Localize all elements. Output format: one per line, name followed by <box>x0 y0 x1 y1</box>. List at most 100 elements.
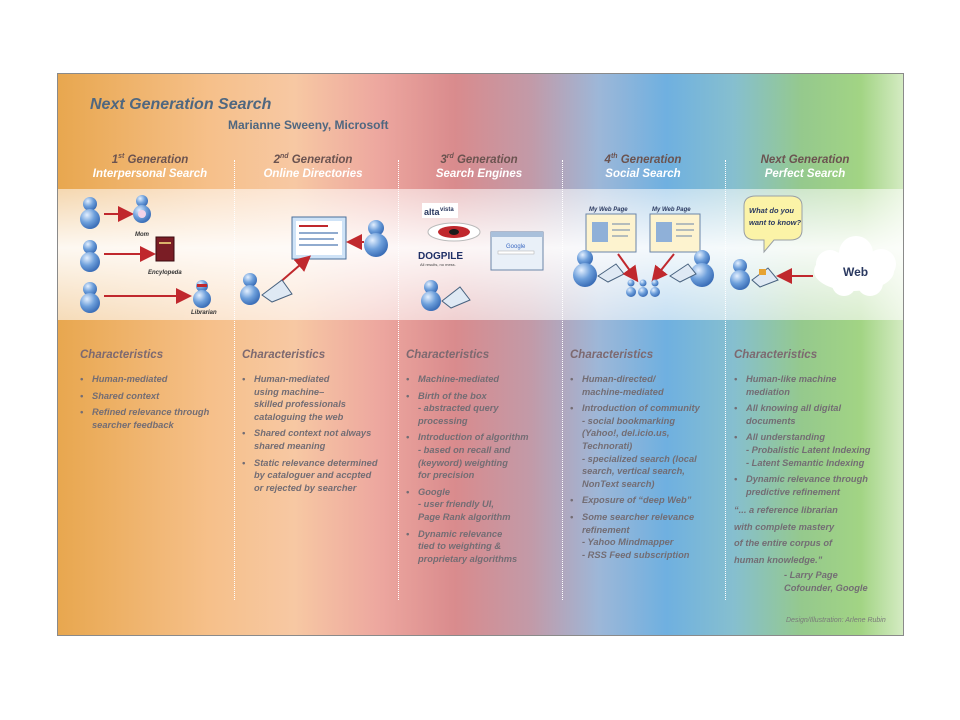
generation-header-2: 2nd Generation Online Directories <box>238 150 388 181</box>
generation-ordinal: 1 <box>111 153 119 166</box>
generation-word: Generation <box>453 153 518 166</box>
characteristic-item: Machine-mediated <box>406 373 558 386</box>
generation-word: Generation <box>288 153 353 166</box>
altavista-logo-text-2: vista <box>440 207 454 213</box>
generation-header-1: 1st Generation Interpersonal Search <box>75 150 225 181</box>
person-icon <box>573 250 597 287</box>
generation-ordinal: Next <box>760 153 786 166</box>
characteristic-item: Human-mediated <box>80 373 230 386</box>
poster-subtitle: Marianne Sweeny, Microsoft <box>228 118 389 132</box>
design-credit: Design/Illustration: Arlene Rubin <box>786 617 886 624</box>
generation-name: Interpersonal Search <box>92 167 208 180</box>
search-box <box>497 250 535 255</box>
searcher-laptop-icon <box>421 280 471 311</box>
illustrations: Mom Encylopeda Librarian <box>80 195 896 316</box>
generation-word: Generation <box>785 153 850 166</box>
cataloguer-icon <box>364 220 388 257</box>
generation-ordinal-suffix: nd <box>279 153 289 160</box>
generation-name: Online Directories <box>263 167 363 180</box>
altavista-logo-text: alta <box>424 207 441 217</box>
generation-ordinal-suffix: th <box>610 153 618 160</box>
generation-ordinal: 4 <box>604 153 611 166</box>
person-icon <box>80 282 100 313</box>
book-spine-decoration <box>159 242 171 244</box>
mom-label: Mom <box>135 232 150 238</box>
quote-attribution: - Larry Page Cofounder, Google <box>784 570 868 593</box>
characteristic-item: All knowing all digital documents <box>734 402 899 427</box>
speech-bubble <box>743 195 803 254</box>
searcher-laptop-icon <box>730 259 779 290</box>
characteristics-title: Characteristics <box>734 349 818 361</box>
web-cloud-icon <box>814 236 896 296</box>
column-divider <box>234 160 235 600</box>
characteristic-item: Shared context not always shared meaning <box>242 427 394 452</box>
laptop-icon <box>669 263 697 283</box>
characteristic-item: Introduction of algorithm - based on rec… <box>406 431 558 481</box>
arrow <box>651 253 675 283</box>
characteristics-column-4: Characteristics Human-directed/ machine-… <box>570 349 722 565</box>
column-divider <box>562 160 563 600</box>
characteristic-item: Human-mediated using machine– skilled pr… <box>242 373 394 423</box>
web-page-label: My Web Page <box>652 207 691 213</box>
community-group-icon <box>626 279 660 297</box>
bubble-text-line2: want to know? <box>749 218 801 227</box>
characteristic-item: Static relevance determined by catalogue… <box>242 457 394 495</box>
characteristics-column-2: Characteristics Human-mediated using mac… <box>242 349 394 498</box>
characteristic-item: Introduction of community - social bookm… <box>570 402 722 490</box>
web-page-image <box>592 222 608 242</box>
poster: Next Generation Search Marianne Sweeny, … <box>57 73 904 636</box>
web-page-image <box>656 222 672 242</box>
encyclopedia-book-icon <box>155 236 175 262</box>
larry-page-quote: “... a reference librarian with complete… <box>734 505 838 565</box>
mom-icon <box>133 195 151 223</box>
person-icon <box>80 197 100 229</box>
google-logo: Google <box>506 244 526 250</box>
web-page-label: My Web Page <box>589 207 628 213</box>
librarian-label: Librarian <box>191 310 217 316</box>
bubble-text-line1: What do you <box>749 206 794 215</box>
characteristics-column-5: Characteristics Human-like machine media… <box>734 349 899 594</box>
generation-word: Generation <box>617 153 682 166</box>
generation-ordinal: 3 <box>440 153 447 166</box>
characteristic-item: Human-directed/ machine-mediated <box>570 373 722 398</box>
altavista-logo <box>422 203 458 218</box>
characteristic-item: All understanding - Probalistic Latent I… <box>734 431 899 469</box>
generation-word: Generation <box>124 153 189 166</box>
dogpile-logo: DOGPILE <box>418 251 463 262</box>
generation-name: Search Engines <box>435 167 523 180</box>
generation-header-4: 4th Generation Social Search <box>568 150 718 181</box>
search-engine-logo-core <box>449 229 459 235</box>
characteristic-item: Some searcher relevance refinement - Yah… <box>570 511 722 561</box>
searcher-laptop-icon <box>240 273 293 305</box>
dogpile-tagline: All results, no mess. <box>420 262 456 267</box>
window-titlebar <box>491 232 543 237</box>
poster-title: Next Generation Search <box>90 96 272 113</box>
generation-ordinal-suffix: rd <box>446 153 454 160</box>
characteristic-item: Shared context <box>80 390 230 403</box>
characteristic-item: Human-like machine mediation <box>734 373 899 398</box>
person-icon <box>690 250 714 287</box>
characteristic-item: Exposure of “deep Web” <box>570 494 722 507</box>
characteristics-title: Characteristics <box>242 349 326 361</box>
characteristics-title: Characteristics <box>570 349 654 361</box>
generation-name: Social Search <box>605 167 681 180</box>
librarian-icon <box>193 280 211 308</box>
generation-ordinal: 2 <box>273 153 280 166</box>
characteristics-title: Characteristics <box>80 349 164 361</box>
laptop-icon <box>597 263 625 283</box>
characteristic-item: Dynamic relevance through predictive ref… <box>734 473 899 498</box>
arrow <box>277 255 312 285</box>
generation-header-5: Next Generation Perfect Search <box>730 150 880 181</box>
characteristics-column-1: Characteristics Human-mediated Shared co… <box>80 349 230 435</box>
characteristic-item: Birth of the box - abstracted query proc… <box>406 390 558 428</box>
characteristic-item: Google - user friendly UI, Page Rank alg… <box>406 486 558 524</box>
web-cloud-label: Web <box>843 265 868 279</box>
characteristic-item: Refined relevance through searcher feedb… <box>80 406 230 431</box>
generation-name: Perfect Search <box>764 167 846 180</box>
column-divider <box>725 160 726 600</box>
encyclopedia-label: Encylopeda <box>148 270 182 276</box>
characteristics-title: Characteristics <box>406 349 490 361</box>
column-divider <box>398 160 399 600</box>
characteristic-item: Dynamic relevance tied to weighting & pr… <box>406 528 558 566</box>
characteristics-column-3: Characteristics Machine-mediated Birth o… <box>406 349 558 569</box>
